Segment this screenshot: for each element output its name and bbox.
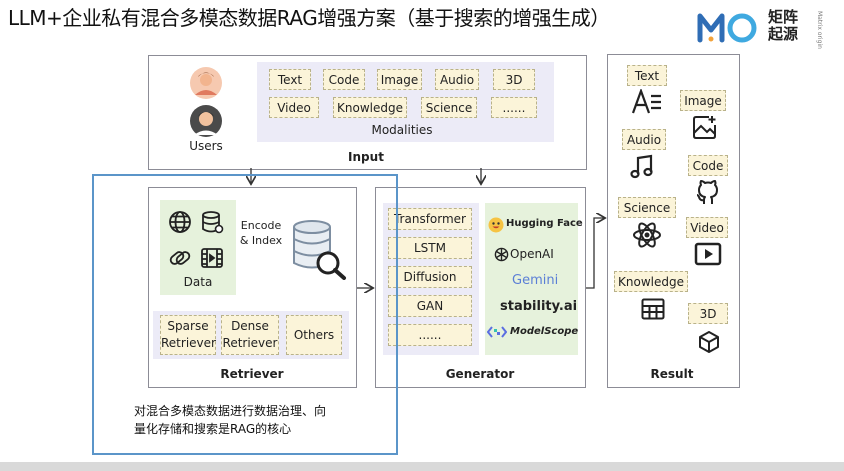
- logo-text: 矩阵 起源: [768, 9, 798, 43]
- other-retrievers-line-1: Others: [293, 328, 335, 342]
- model-more: ......: [388, 324, 472, 346]
- link-icon: [169, 251, 191, 265]
- text-format-icon: [631, 89, 661, 114]
- modality-image: Image: [377, 69, 422, 90]
- hugging-face-logo-icon: [488, 217, 504, 233]
- result-3d: 3D: [688, 303, 728, 324]
- modelscope-logo-icon: [487, 326, 507, 338]
- github-icon: [696, 180, 718, 204]
- logo-line-1: 矩阵: [768, 8, 799, 26]
- result-image: Image: [680, 90, 726, 111]
- provider-stability-ai: stability.ai: [500, 299, 578, 314]
- cube-3d-icon: [699, 331, 719, 353]
- generator-label: Generator: [445, 367, 515, 381]
- model-diffusion: Diffusion: [388, 266, 472, 288]
- modality-audio: Audio: [435, 69, 479, 90]
- modality-3d: 3D: [493, 69, 535, 90]
- modality-text: Text: [269, 69, 311, 90]
- openai-logo-icon: [494, 247, 509, 262]
- result-knowledge: Knowledge: [614, 271, 688, 292]
- result-code: Code: [688, 155, 728, 176]
- atom-icon: [633, 222, 661, 248]
- provider-hugging-face: Hugging Face: [506, 218, 583, 229]
- modality-science: Science: [421, 97, 477, 118]
- result-video: Video: [686, 217, 728, 238]
- provider-modelscope: ModelScope: [510, 326, 579, 337]
- result-label: Result: [650, 367, 694, 381]
- user-avatar-icon: [190, 67, 222, 99]
- sparse-retriever-line-2: Retriever: [161, 336, 216, 350]
- data-label: Data: [183, 275, 213, 289]
- vector-database-search-icon: [293, 220, 346, 280]
- play-video-icon: [694, 242, 722, 266]
- logo-line-2: 起源: [768, 25, 799, 43]
- matrix-origin-logo: [697, 13, 757, 43]
- modality-more: ......: [491, 97, 537, 118]
- provider-gemini: Gemini: [512, 273, 559, 288]
- logo-small-text: Matrix origin: [816, 11, 823, 49]
- result-audio: Audio: [622, 129, 666, 150]
- sparse-retriever-line-1: Sparse: [167, 319, 209, 333]
- rag-core-annotation: 对混合多模态数据进行数据治理、向 量化存储和搜索是RAG的核心: [134, 402, 326, 438]
- users-label: Users: [189, 139, 223, 153]
- user-avatar-icon: [190, 105, 222, 137]
- modalities-label: Modalities: [371, 123, 433, 137]
- modality-code: Code: [323, 69, 365, 90]
- model-transformer: Transformer: [388, 208, 472, 230]
- annotation-line-2: 量化存储和搜索是RAG的核心: [134, 422, 292, 436]
- model-gan: GAN: [388, 295, 472, 317]
- input-label: Input: [348, 150, 384, 164]
- page-title: LLM+企业私有混合多模态数据RAG增强方案（基于搜索的增强生成）: [8, 6, 610, 30]
- model-lstm: LSTM: [388, 237, 472, 259]
- result-text: Text: [627, 65, 667, 86]
- globe-icon: [169, 211, 191, 233]
- dense-retriever: Dense Retriever: [221, 315, 279, 355]
- result-science: Science: [618, 197, 676, 218]
- retriever-label: Retriever: [220, 367, 284, 381]
- provider-openai: OpenAI: [510, 247, 554, 261]
- index-label: & Index: [239, 234, 283, 247]
- annotation-line-1: 对混合多模态数据进行数据治理、向: [134, 404, 327, 418]
- image-icon: [693, 116, 716, 139]
- bottom-bar: [0, 462, 844, 471]
- sparse-retriever: Sparse Retriever: [160, 315, 216, 355]
- dense-retriever-line-2: Retriever: [222, 336, 278, 350]
- modality-knowledge: Knowledge: [333, 97, 407, 118]
- table-icon: [641, 298, 665, 320]
- database-icon: [202, 211, 224, 234]
- other-retrievers: Others: [286, 315, 342, 355]
- music-note-icon: [630, 154, 653, 179]
- rag-core-highlight-frame: [92, 174, 398, 455]
- film-icon: [201, 248, 223, 268]
- encode-label: Encode: [240, 219, 282, 232]
- modality-video: Video: [269, 97, 319, 118]
- dense-retriever-line-1: Dense: [231, 319, 269, 333]
